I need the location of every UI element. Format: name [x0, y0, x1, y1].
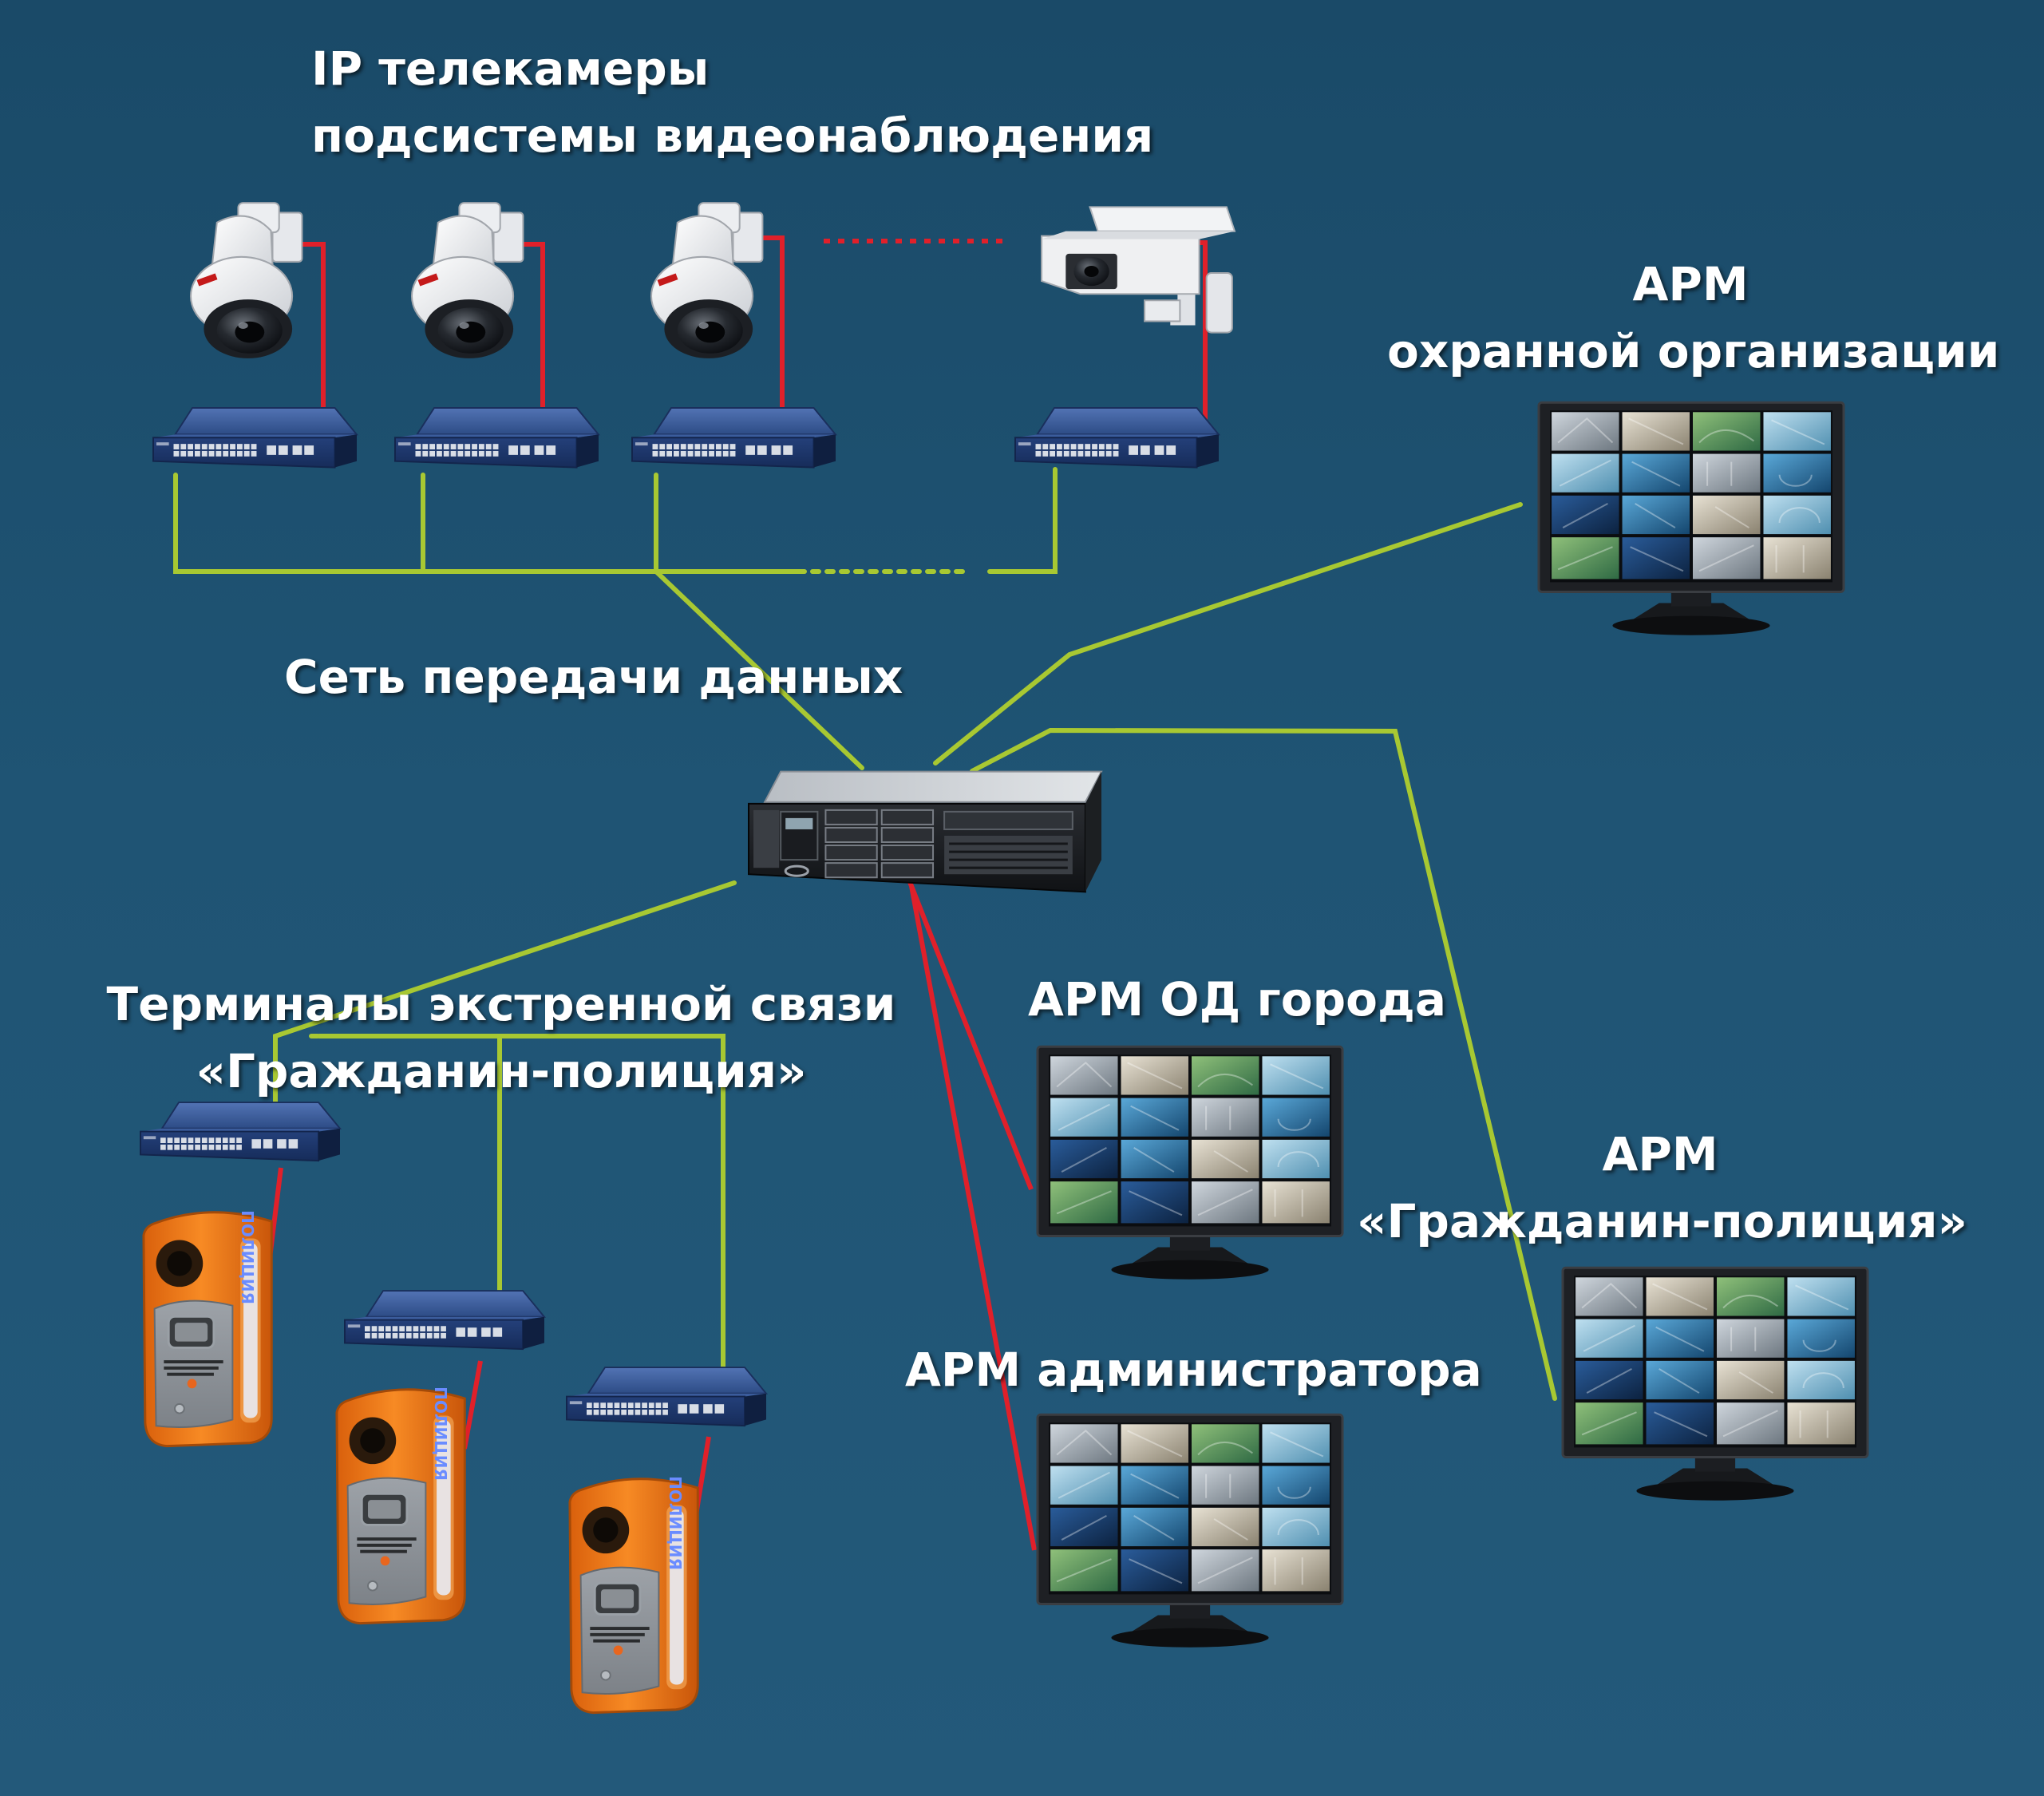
arm-admin-label: АРМ администратора [905, 1336, 1482, 1403]
server-to-arm-citizen [970, 727, 1557, 1401]
terminal-sign-text: ПОЛИЦИЯ [238, 1210, 257, 1304]
video-wall-monitor-icon [1036, 1413, 1344, 1649]
video-wall-monitor-icon [1036, 1045, 1344, 1281]
arm-od-label: АРМ ОД города [1028, 966, 1446, 1033]
arm-security-label-line1: АРМ [1632, 257, 1749, 311]
network-label: Сеть передачи данных [284, 643, 903, 710]
network-links [173, 467, 1557, 1401]
video-wall-monitor-icon [1537, 401, 1845, 637]
terminal-2-cable [462, 1360, 483, 1450]
camera-3-cable [750, 235, 785, 423]
server-to-terminals [273, 880, 737, 1118]
ptz-dome-camera-icon [189, 202, 303, 359]
camera-1-cable [287, 242, 326, 423]
arm-security-label-line2: охранной организации [1387, 324, 2000, 378]
cameras-label-line2: подсистемы видеонаблюдения [311, 109, 1154, 163]
camera-bus-link-4 [987, 467, 1058, 574]
ptz-dome-camera-icon [650, 202, 764, 359]
camera-switches [152, 407, 1220, 469]
server-to-arm-admin [909, 885, 1037, 1551]
video-wall-monitor-icon [1561, 1266, 1869, 1502]
arm-citizen-label-line1: АРМ [1602, 1127, 1718, 1181]
network-switch-icon [566, 1367, 767, 1427]
terminals-bus [317, 1034, 725, 1383]
network-label-text: Сеть передачи данных [284, 650, 903, 704]
terminal-3: ПОЛИЦИЯ [568, 1476, 699, 1715]
arm-citizen-label-line2: «Гражданин-полиция» [1357, 1194, 1968, 1248]
network-switch-icon [152, 407, 358, 469]
camera-2-cable [508, 242, 545, 423]
camera-switch-bus [173, 473, 425, 574]
terminal-sign-text: ПОЛИЦИЯ [431, 1387, 450, 1481]
terminal-sign-text: ПОЛИЦИЯ [666, 1476, 685, 1570]
rack-server-icon [747, 770, 1103, 893]
network-switch-icon [631, 407, 836, 469]
network-switch-icon [140, 1102, 341, 1162]
terminals-label-line1: Терминалы экстренной связи [106, 977, 896, 1031]
arm-security-label: АРМ охранной организации [1387, 251, 2000, 385]
arm-admin-label-text: АРМ администратора [905, 1343, 1482, 1397]
arm-citizen-label: АРМ «Гражданин-полиция» [1357, 1121, 1968, 1255]
terminal-2: ПОЛИЦИЯ [335, 1387, 466, 1625]
bus-to-server-link [654, 569, 864, 770]
terminal-1: ПОЛИЦИЯ [142, 1210, 273, 1448]
ptz-dome-camera-icon [410, 202, 524, 359]
network-switch-icon [394, 407, 599, 469]
cameras-label: IP телекамеры подсистемы видеонаблюдения [311, 35, 1153, 169]
server-to-arm-od [907, 880, 1034, 1191]
network-switch-icon [344, 1290, 545, 1351]
cameras-label-line1: IP телекамеры [311, 42, 710, 96]
arm-od-label-text: АРМ ОД города [1028, 972, 1446, 1027]
server-to-arm-security [933, 502, 1523, 765]
network-switch-icon [1014, 407, 1220, 469]
camera-group [189, 202, 1235, 359]
terminals-label-line2: «Гражданин-полиция» [196, 1044, 807, 1098]
terminals-label: Терминалы экстренной связи «Гражданин-по… [102, 971, 900, 1105]
